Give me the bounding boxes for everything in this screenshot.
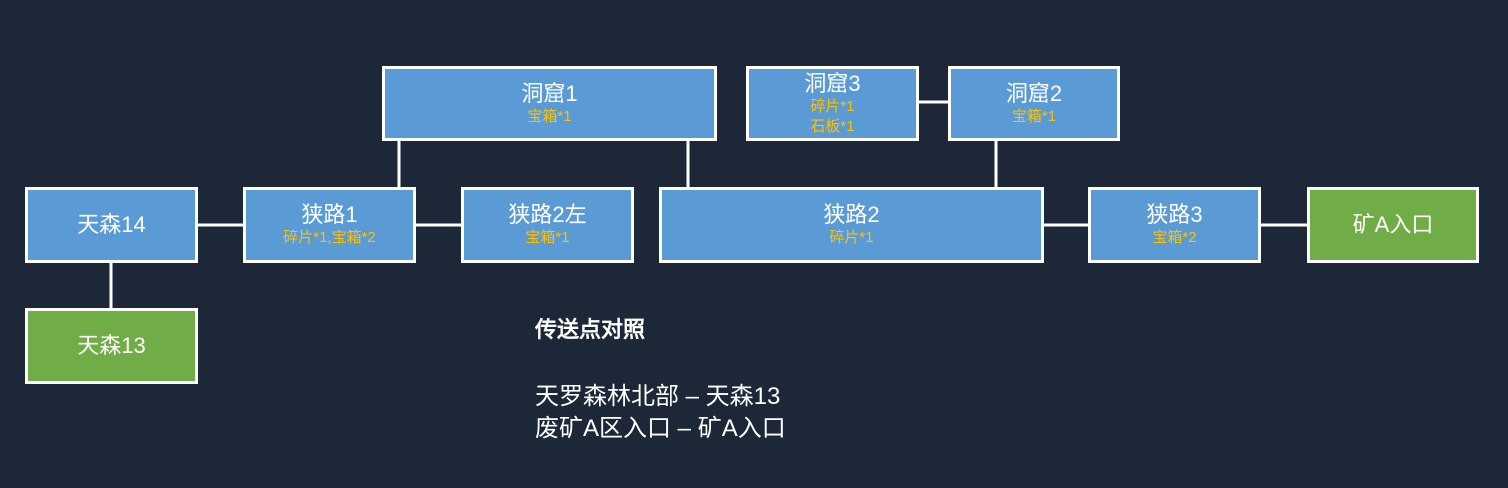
node-minea: 矿A入口 bbox=[1307, 187, 1479, 263]
node-cave1: 洞窟1 宝箱*1 bbox=[382, 66, 717, 141]
node-cave1-items: 宝箱*1 bbox=[527, 107, 572, 125]
node-path1: 狭路1 碎片*1,宝箱*2 bbox=[243, 187, 416, 263]
node-tiansen13: 天森13 bbox=[25, 308, 198, 384]
node-minea-title: 矿A入口 bbox=[1352, 212, 1434, 237]
legend-line: 废矿A区入口 – 矿A入口 bbox=[535, 415, 786, 442]
node-path2-title: 狭路2 bbox=[823, 202, 880, 227]
node-path3-items: 宝箱*2 bbox=[1152, 229, 1197, 246]
node-cave1-title: 洞窟1 bbox=[521, 80, 578, 106]
node-cave2: 洞窟2 宝箱*1 bbox=[948, 66, 1120, 141]
node-path3-title: 狭路3 bbox=[1146, 202, 1203, 227]
node-tiansen13-title: 天森13 bbox=[77, 333, 146, 358]
node-tiansen14: 天森14 bbox=[25, 187, 198, 263]
node-path3: 狭路3 宝箱*2 bbox=[1088, 187, 1261, 263]
teleport-legend: 传送点对照 天罗森林北部 – 天森13 废矿A区入口 – 矿A入口 bbox=[535, 313, 786, 445]
node-cave2-items: 宝箱*1 bbox=[1011, 107, 1057, 125]
node-cave3-title: 洞窟3 bbox=[804, 70, 861, 96]
node-path1-title: 狭路1 bbox=[301, 202, 358, 227]
node-path2-items: 碎片*1 bbox=[829, 229, 874, 246]
node-path2left-items: 宝箱*1 bbox=[525, 229, 570, 246]
node-path2: 狭路2 碎片*1 bbox=[659, 187, 1044, 263]
node-path2left-title: 狭路2左 bbox=[508, 202, 587, 227]
node-path2left: 狭路2左 宝箱*1 bbox=[461, 187, 634, 263]
legend-title: 传送点对照 bbox=[535, 317, 646, 342]
node-path1-items: 碎片*1,宝箱*2 bbox=[283, 229, 376, 246]
node-cave3-item-2: 石板*1 bbox=[810, 117, 855, 135]
legend-line: 天罗森林北部 – 天森13 bbox=[535, 383, 781, 410]
node-cave3-item-1: 碎片*1 bbox=[810, 97, 855, 115]
node-tiansen14-title: 天森14 bbox=[77, 212, 146, 237]
node-cave3: 洞窟3 碎片*1 石板*1 bbox=[746, 66, 919, 141]
node-cave2-title: 洞窟2 bbox=[1005, 80, 1063, 106]
